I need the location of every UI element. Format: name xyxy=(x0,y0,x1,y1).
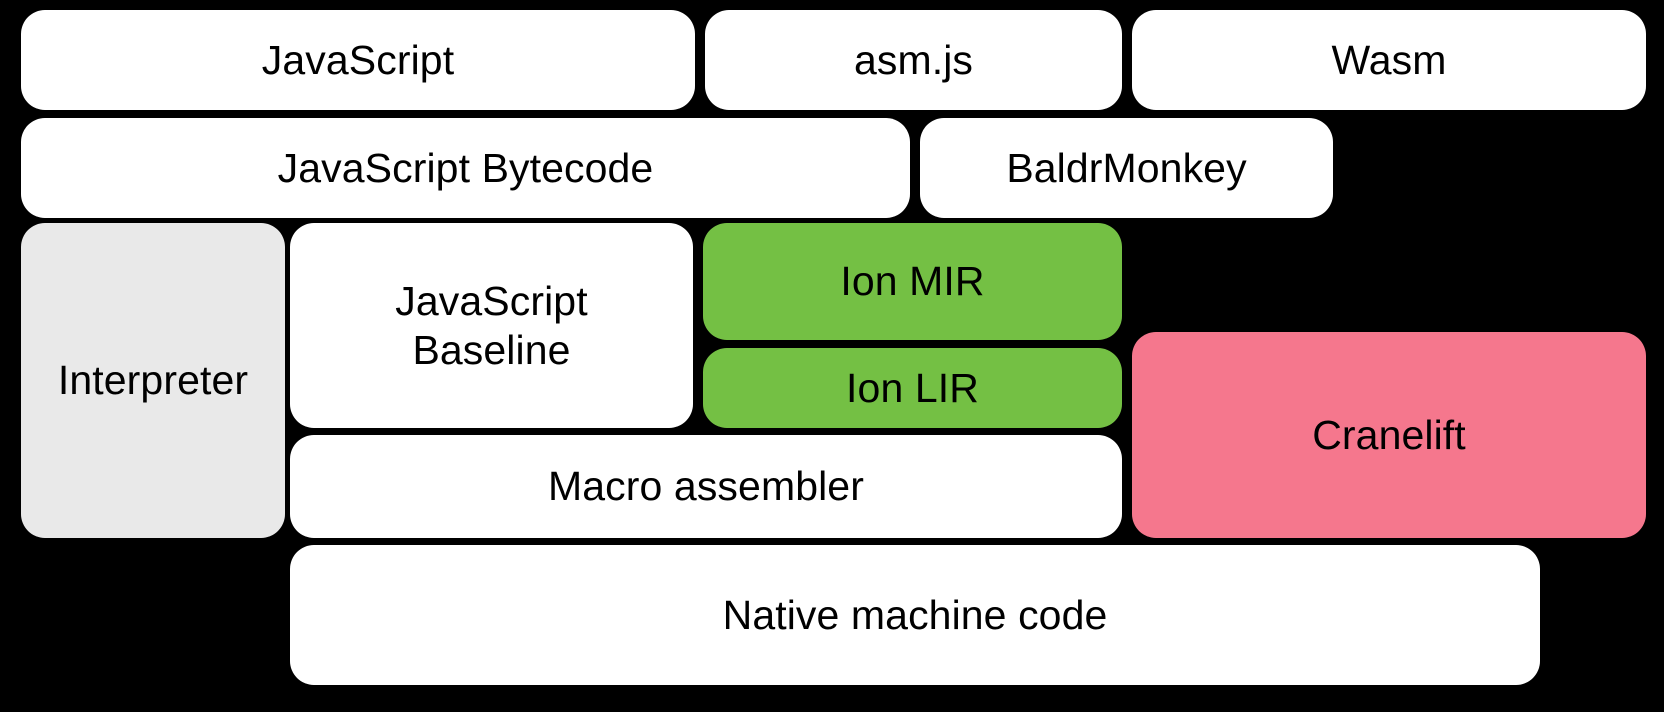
node-ion-lir: Ion LIR xyxy=(703,348,1122,428)
node-macro-assembler: Macro assembler xyxy=(290,435,1122,538)
node-javascript: JavaScript xyxy=(21,10,695,110)
node-interpreter: Interpreter xyxy=(21,223,285,538)
node-ion-mir: Ion MIR xyxy=(703,223,1122,340)
node-javascript-bytecode: JavaScript Bytecode xyxy=(21,118,910,218)
node-baldrmonkey: BaldrMonkey xyxy=(920,118,1333,218)
node-native-machine-code: Native machine code xyxy=(290,545,1540,685)
node-asm-js: asm.js xyxy=(705,10,1122,110)
node-javascript-baseline: JavaScript Baseline xyxy=(290,223,693,428)
node-wasm: Wasm xyxy=(1132,10,1646,110)
node-cranelift: Cranelift xyxy=(1132,332,1646,538)
